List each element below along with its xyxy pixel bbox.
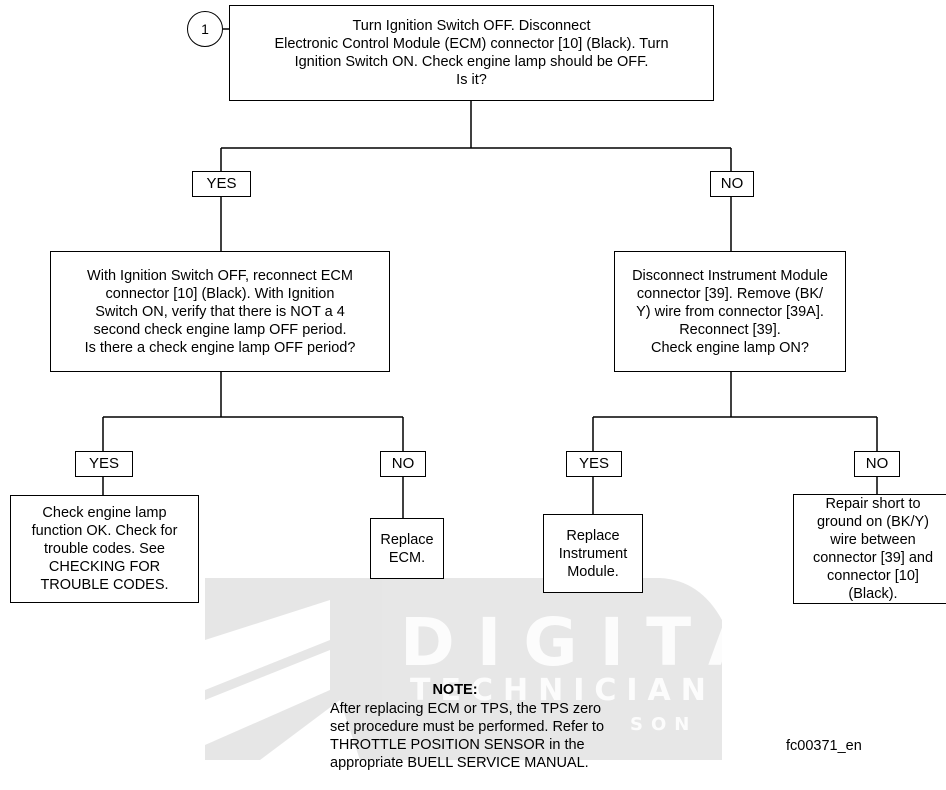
- note-title: NOTE:: [432, 682, 478, 698]
- right-question-box: Disconnect Instrument Module connector […: [614, 251, 846, 372]
- yes-label-2: YES: [75, 451, 133, 477]
- figure-id: fc00371_en: [786, 738, 862, 754]
- left-question-text: With Ignition Switch OFF, reconnect ECM …: [84, 267, 356, 356]
- yes-label-1: YES: [192, 171, 251, 197]
- start-question-text: Turn Ignition Switch OFF. Disconnect Ele…: [274, 18, 669, 88]
- no-label-3: NO: [854, 451, 900, 477]
- yes-label-3: YES: [566, 451, 622, 477]
- step-number: 1: [201, 21, 209, 37]
- step-number-circle: 1: [187, 11, 223, 47]
- result-replace-module-box: Replace Instrument Module.: [543, 514, 643, 593]
- start-question-box: Turn Ignition Switch OFF. Disconnect Ele…: [229, 5, 714, 101]
- result-repair-short-box: Repair short to ground on (BK/Y) wire be…: [793, 494, 946, 604]
- no-label-1: NO: [710, 171, 754, 197]
- left-question-box: With Ignition Switch OFF, reconnect ECM …: [50, 251, 390, 372]
- result-lamp-ok-box: Check engine lamp function OK. Check for…: [10, 495, 199, 603]
- result-replace-ecm-box: Replace ECM.: [370, 518, 444, 579]
- no-label-2: NO: [380, 451, 426, 477]
- note-body: After replacing ECM or TPS, the TPS zero…: [330, 701, 605, 771]
- right-question-text: Disconnect Instrument Module connector […: [632, 267, 828, 356]
